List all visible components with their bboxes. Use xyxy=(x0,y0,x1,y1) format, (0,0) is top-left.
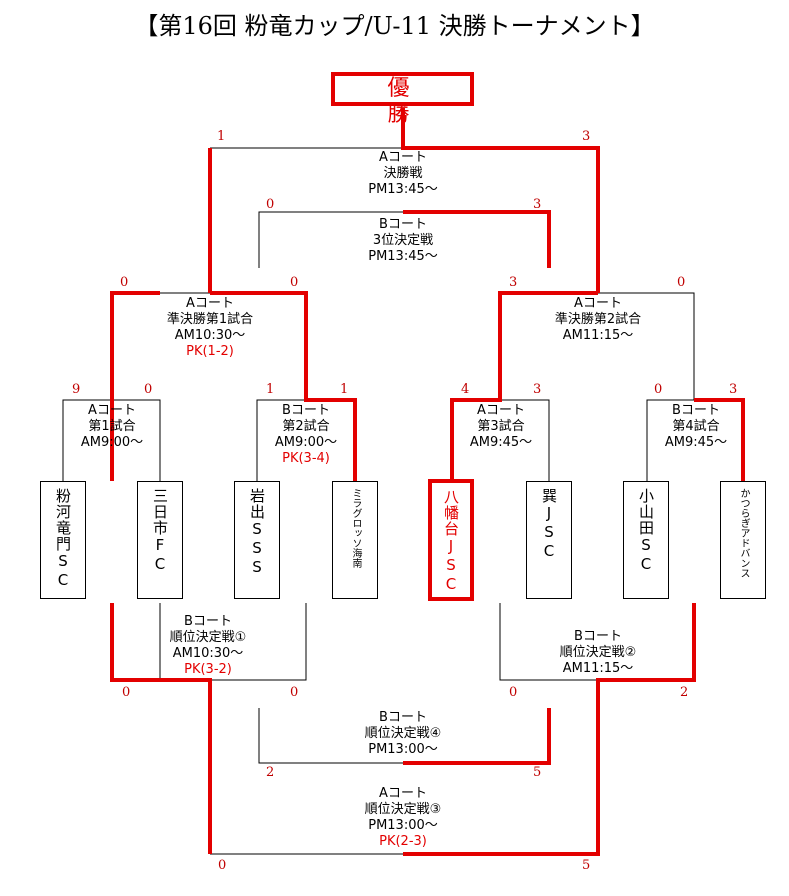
score-third-right: 3 xyxy=(533,197,542,212)
score-sf1-left: 0 xyxy=(120,275,129,290)
page-title: 【第16回 粉竜カップ/U-11 決勝トーナメント】 xyxy=(134,12,655,40)
score-sf1-right: 0 xyxy=(290,275,299,290)
score-sf2-left: 3 xyxy=(509,275,518,290)
team-box-6: 巽JSC xyxy=(526,481,572,599)
team-box-7: 小山田SC xyxy=(623,481,669,599)
match-final: Aコート 決勝戦 PM13:45〜 xyxy=(368,150,438,197)
score-qf4-right: 3 xyxy=(729,382,738,397)
score-qf4-left: 0 xyxy=(654,382,663,397)
score-pl2-right: 2 xyxy=(680,685,689,700)
team-box-1: 粉河竜門SC xyxy=(40,481,86,599)
score-sf2-right: 0 xyxy=(677,275,686,290)
score-pl3-left: 0 xyxy=(218,858,227,873)
match-placement-1: Bコート 順位決定戦① AM10:30〜 PK(3-2) xyxy=(169,614,247,677)
score-qf2-left: 1 xyxy=(266,382,275,397)
match-placement-3: Aコート 順位決定戦③ PM13:00〜 PK(2-3) xyxy=(364,786,442,849)
match-placement-2: Bコート 順位決定戦② AM11:15〜 xyxy=(559,629,637,676)
match-quarterfinal-4: Bコート 第4試合 AM9:45〜 xyxy=(664,403,728,450)
score-qf3-left: 4 xyxy=(461,382,470,397)
team-box-8: かつらぎアドバンス xyxy=(720,481,766,599)
team-box-4: ミラグロッソ海南 xyxy=(332,481,378,599)
match-quarterfinal-3: Aコート 第3試合 AM9:45〜 xyxy=(469,403,533,450)
score-pl3-right: 5 xyxy=(582,858,591,873)
score-pl4-right: 5 xyxy=(533,765,542,780)
score-third-left: 0 xyxy=(266,197,275,212)
score-final-left: 1 xyxy=(217,129,226,144)
score-final-right: 3 xyxy=(582,129,591,144)
score-pl1-left: 0 xyxy=(122,685,131,700)
score-pl1-right: 0 xyxy=(290,685,299,700)
match-quarterfinal-2: Bコート 第2試合 AM9:00〜 PK(3-4) xyxy=(274,403,338,466)
score-pl2-left: 0 xyxy=(509,685,518,700)
team-box-5: 八幡台JSC xyxy=(428,479,474,601)
match-quarterfinal-1: Aコート 第1試合 AM9:00〜 xyxy=(80,403,144,450)
team-box-2: 三日市FC xyxy=(137,481,183,599)
team-box-3: 岩出SSS xyxy=(234,481,280,599)
score-qf1-right: 0 xyxy=(144,382,153,397)
champion-box: 優 勝 xyxy=(331,72,474,127)
match-semifinal-2: Aコート 準決勝第2試合 AM11:15〜 xyxy=(554,296,642,343)
match-third-place: Bコート 3位決定戦 PM13:45〜 xyxy=(368,217,438,264)
score-qf1-left: 9 xyxy=(72,382,81,397)
score-pl4-left: 2 xyxy=(266,765,275,780)
match-placement-4: Bコート 順位決定戦④ PM13:00〜 xyxy=(364,710,442,757)
score-qf3-right: 3 xyxy=(533,382,542,397)
match-semifinal-1: Aコート 準決勝第1試合 AM10:30〜 PK(1-2) xyxy=(166,296,254,359)
score-qf2-right: 1 xyxy=(340,382,349,397)
